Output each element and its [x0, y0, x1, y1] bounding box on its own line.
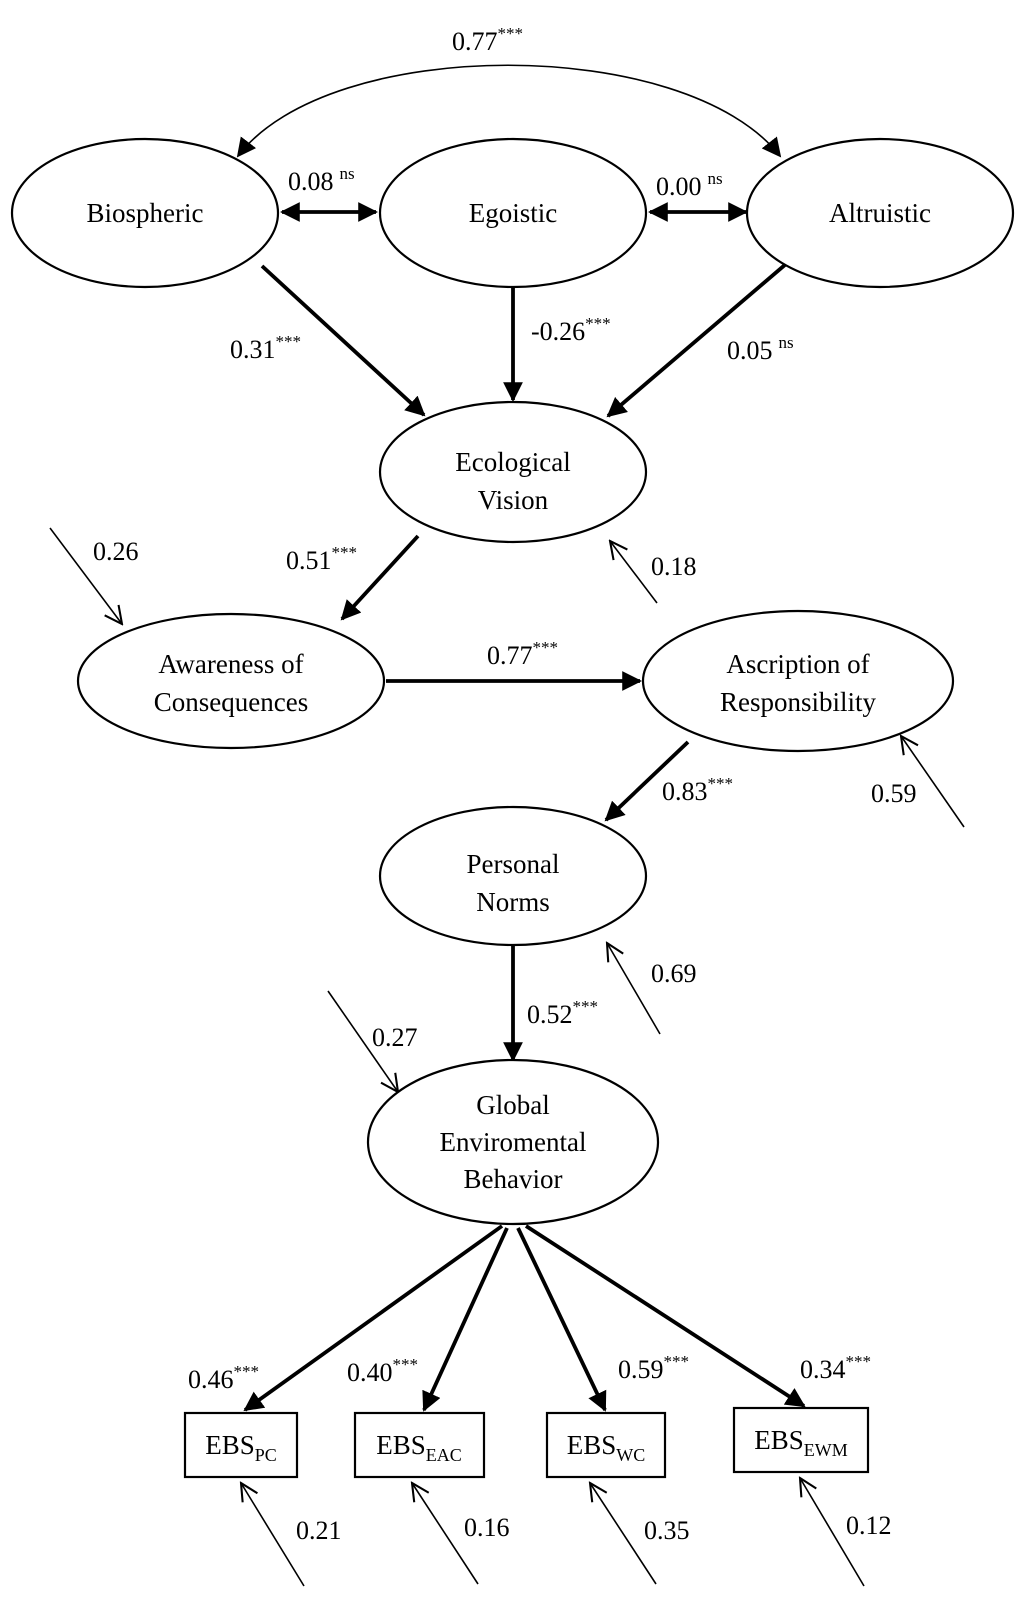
svg-text:Ascription of: Ascription of: [726, 649, 869, 679]
path-geb-eac: [422, 1227, 509, 1412]
svg-text:EBSWC: EBSWC: [567, 1430, 646, 1465]
node-ebs-eac: EBSEAC: [353, 1411, 486, 1479]
residual-arrow-eac: [412, 1483, 479, 1585]
residual-arrow-pc: [241, 1483, 305, 1587]
residual-pn: 0.69: [651, 959, 697, 988]
residual-arrow-geb: [327, 990, 398, 1092]
svg-text:Personal: Personal: [467, 849, 560, 879]
residual-geb: 0.27: [372, 1023, 418, 1052]
svg-text:Responsibility: Responsibility: [720, 687, 877, 717]
node-ecological-vision: Ecological Vision: [378, 400, 648, 544]
svg-text:Ecological: Ecological: [455, 447, 570, 477]
residual-eac: 0.16: [464, 1513, 510, 1542]
node-global-environmental-behavior: Global Enviromental Behavior: [366, 1058, 660, 1226]
residual-arrow-ev: [610, 541, 658, 604]
node-altruistic: Altruistic: [745, 137, 1015, 289]
path-ar-pn: [604, 740, 690, 822]
coef-geb-pc: 0.46***: [188, 1362, 259, 1394]
node-biospheric: Biospheric: [10, 137, 280, 289]
path-geb-pc: [243, 1224, 504, 1412]
node-ebs-wc: EBSWC: [545, 1411, 667, 1479]
corr-arc-biospheric-altruistic: [236, 64, 782, 158]
coef-ar-pn: 0.83***: [662, 774, 733, 806]
path-alt-ev: [606, 262, 788, 418]
residual-arrow-ar: [901, 736, 965, 828]
svg-text:EBSEWM: EBSEWM: [754, 1425, 848, 1460]
coef-ac-ar: 0.77***: [487, 638, 558, 670]
coef-geb-eac: 0.40***: [347, 1355, 418, 1387]
residual-arrow-wc: [590, 1483, 657, 1585]
coef-geb-wc: 0.59***: [618, 1352, 689, 1384]
node-ebs-ewm: EBSEWM: [732, 1406, 870, 1474]
coef-geb-ewm: 0.34***: [800, 1352, 871, 1384]
residual-ev: 0.18: [651, 552, 697, 581]
path-bio-ev: [260, 264, 426, 417]
coef-ego-ev: -0.26***: [531, 314, 611, 346]
residual-arrow-ac: [49, 527, 122, 624]
svg-text:EBSEAC: EBSEAC: [376, 1430, 462, 1465]
residual-wc: 0.35: [644, 1516, 690, 1545]
residual-ar: 0.59: [871, 779, 917, 808]
coef-bio-alt-corr: 0.77***: [452, 24, 523, 56]
residual-arrow-ewm: [800, 1478, 865, 1587]
node-egoistic: Egoistic: [378, 137, 648, 289]
svg-text:Consequences: Consequences: [154, 687, 308, 717]
path-ev-ac: [340, 534, 420, 621]
node-personal-norms: Personal Norms: [378, 805, 648, 947]
coef-bio-ev: 0.31***: [230, 332, 301, 364]
svg-text:Norms: Norms: [476, 887, 550, 917]
coef-pn-geb: 0.52***: [527, 997, 598, 1029]
svg-text:Behavior: Behavior: [464, 1164, 563, 1194]
path-geb-wc: [516, 1227, 607, 1412]
coef-ev-ac: 0.51***: [286, 543, 357, 575]
svg-text:Awareness of: Awareness of: [158, 649, 303, 679]
svg-text:Vision: Vision: [478, 485, 549, 515]
node-ascription-of-responsibility: Ascription of Responsibility: [641, 609, 955, 753]
residual-ewm: 0.12: [846, 1511, 892, 1540]
node-awareness-of-consequences: Awareness of Consequences: [76, 612, 386, 750]
svg-text:Enviromental: Enviromental: [440, 1127, 587, 1157]
residual-ac: 0.26: [93, 537, 139, 566]
residual-arrow-pn: [607, 943, 661, 1035]
path-geb-ewm: [524, 1224, 806, 1408]
svg-text:Altruistic: Altruistic: [829, 198, 931, 228]
svg-text:EBSPC: EBSPC: [205, 1430, 277, 1465]
residual-pc: 0.21: [296, 1516, 342, 1545]
svg-text:Egoistic: Egoistic: [469, 198, 558, 228]
svg-text:Biospheric: Biospheric: [87, 198, 204, 228]
svg-text:Global: Global: [476, 1090, 550, 1120]
node-ebs-pc: EBSPC: [183, 1411, 299, 1479]
